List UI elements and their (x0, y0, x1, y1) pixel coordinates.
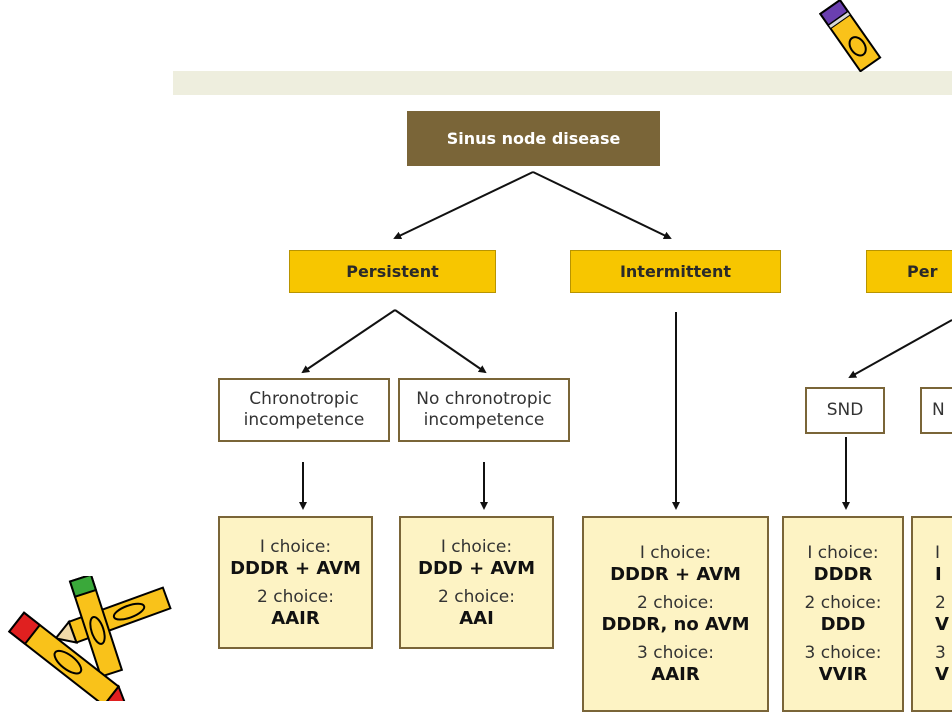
choice-box-intermittent: I choice: DDDR + AVM 2 choice: DDDR, no … (582, 516, 769, 712)
choice-2-value: V (935, 614, 949, 635)
choice-3-label: 3 choice: (637, 643, 714, 663)
header-band (173, 71, 952, 95)
choice-2-value: DDD (820, 614, 866, 635)
arrow-persistent-to-chronotropic (301, 309, 396, 374)
node-right-partial: N (920, 387, 952, 434)
choice-box-no-chronotropic: I choice: DDD + AVM 2 choice: AAI (399, 516, 554, 649)
choice-1-value: DDD + AVM (418, 557, 535, 579)
node-label-line1: Chronotropic (249, 389, 359, 409)
choice-2-value: AAIR (271, 607, 320, 629)
choice-1-label: I choice: (639, 543, 712, 563)
node-label: Intermittent (619, 262, 732, 281)
choice-2-value: DDDR, no AVM (601, 614, 750, 635)
choice-1-value: I (935, 564, 942, 585)
node-label-line2: incompetence (423, 410, 545, 430)
choice-2-value: AAI (459, 607, 494, 629)
arrow-root-to-intermittent (532, 171, 672, 239)
node-label-line1: No chronotropic (416, 389, 552, 409)
choice-1-value: DDDR + AVM (610, 564, 741, 585)
choice-1-label: I choice: (807, 543, 879, 563)
node-label: Per (907, 262, 938, 281)
choice-2-label: 2 (935, 593, 946, 613)
crossed-pencils-clipart-icon (7, 576, 172, 701)
choice-2-label: 2 choice: (257, 586, 334, 607)
choice-2-label: 2 choice: (804, 593, 882, 613)
node-label: Persistent (346, 262, 439, 281)
choice-3-label: 3 choice: (804, 643, 882, 663)
choice-3-value: VVIR (818, 664, 868, 685)
node-sinus-node-disease: Sinus node disease (407, 111, 660, 166)
choice-box-snd: I choice: DDDR 2 choice: DDD 3 choice: V… (782, 516, 904, 712)
choice-2-label: 2 choice: (438, 586, 515, 607)
choice-box-chronotropic: I choice: DDDR + AVM 2 choice: AAIR (218, 516, 373, 649)
node-label: SND (826, 400, 864, 420)
node-no-chronotropic-incompetence: No chronotropic incompetence (398, 378, 570, 442)
node-chronotropic-incompetence: Chronotropic incompetence (218, 378, 390, 442)
choice-2-label: 2 choice: (637, 593, 714, 613)
arrow-right-branch-to-snd (848, 319, 952, 378)
arrow-root-to-persistent (393, 171, 534, 240)
choice-1-value: DDDR + AVM (230, 557, 361, 579)
choice-box-right-partial: I I 2 V 3 V (911, 516, 952, 712)
node-label-line2: incompetence (243, 410, 365, 430)
choice-1-label: I choice: (440, 536, 513, 557)
node-snd: SND (805, 387, 885, 434)
choice-3-value: V (935, 664, 949, 685)
node-persistent: Persistent (289, 250, 496, 293)
choice-1-label: I choice: (259, 536, 332, 557)
pencil-clipart-icon (818, 0, 882, 72)
node-persistent-right: Per (866, 250, 952, 293)
node-intermittent: Intermittent (570, 250, 781, 293)
node-label: Sinus node disease (446, 129, 621, 148)
node-label: N (932, 400, 945, 420)
arrow-persistent-to-no-chronotropic (394, 309, 487, 374)
choice-1-label: I (935, 543, 941, 563)
choice-3-label: 3 (935, 643, 946, 663)
choice-3-value: AAIR (651, 664, 700, 685)
choice-1-value: DDDR (813, 564, 873, 585)
